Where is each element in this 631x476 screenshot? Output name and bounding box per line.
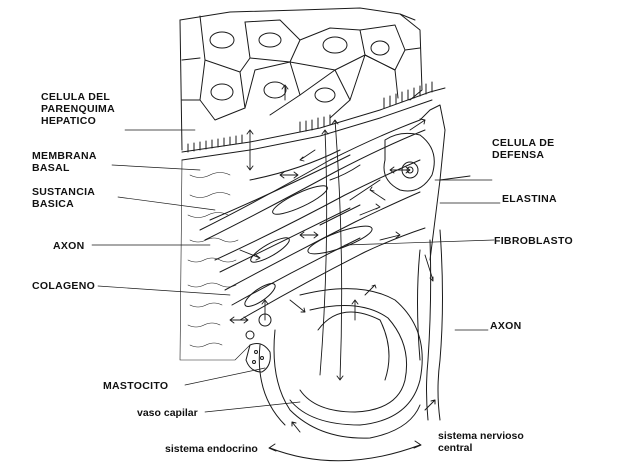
label-sustancia-basica: SUSTANCIA BASICA: [32, 186, 96, 210]
label-sistema-nervioso: sistema nervioso central: [438, 430, 524, 454]
label-membrana-basal: MEMBRANA BASAL: [32, 150, 97, 174]
label-axon-right: AXON: [490, 320, 522, 332]
label-celula-parenquima: CELULA DEL PARENQUIMA HEPATICO: [41, 91, 115, 127]
parenchyma-cells: [179, 7, 423, 151]
bottom-curved-arrow: [268, 399, 436, 462]
axon-right: [417, 229, 443, 421]
label-axon-left: AXON: [53, 240, 85, 252]
mastocyte: [245, 343, 271, 373]
basal-membrane: [181, 81, 446, 161]
fibers: [199, 119, 426, 321]
label-fibroblasto: FIBROBLASTO: [494, 235, 573, 247]
matrix-texture: [179, 159, 251, 361]
label-elastina: ELASTINA: [502, 193, 557, 205]
label-mastocito: MASTOCITO: [103, 380, 169, 392]
label-sistema-endocrino: sistema endocrino: [165, 443, 258, 455]
leader-lines: [91, 129, 501, 413]
defense-cell: [383, 104, 471, 261]
interaction-arrows: [229, 84, 434, 381]
label-celula-defensa: CELULA DE DEFENSA: [492, 137, 555, 161]
capillary: [245, 288, 423, 439]
label-colageno: COLAGENO: [32, 280, 96, 292]
label-vaso-capilar: vaso capilar: [137, 407, 198, 419]
